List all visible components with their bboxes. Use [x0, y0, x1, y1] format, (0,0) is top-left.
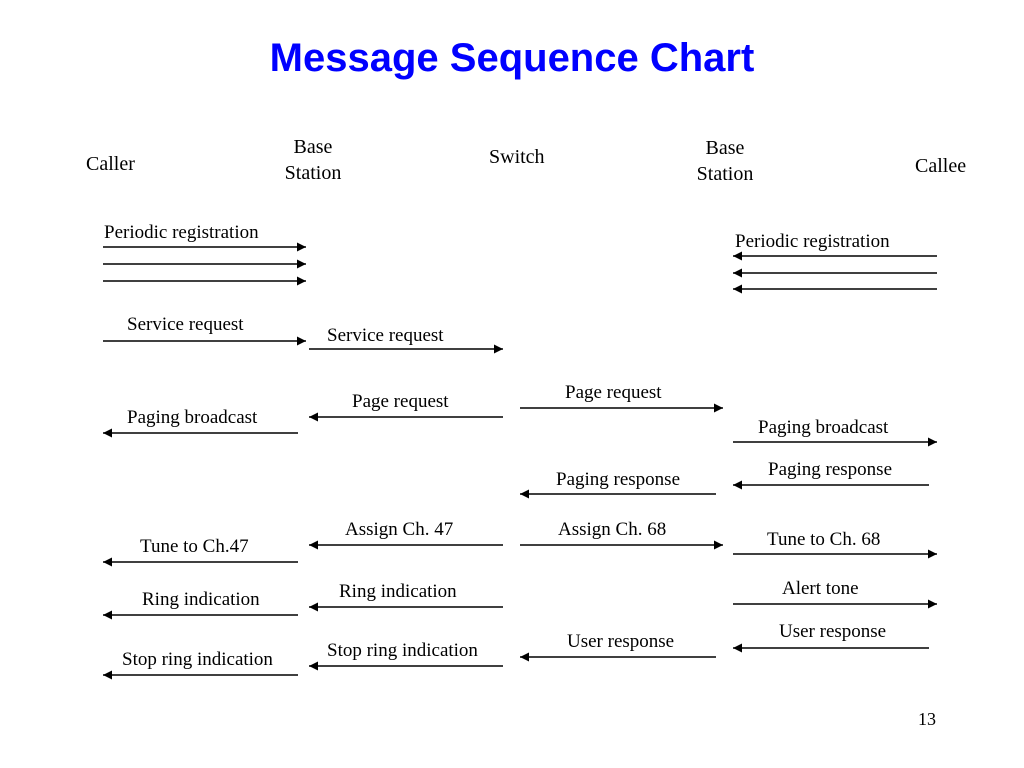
label-page-request-right: Page request: [565, 382, 662, 403]
label-assign-ch-68: Assign Ch. 68: [558, 519, 667, 540]
label-page-request-left: Page request: [352, 391, 449, 412]
label-paging-response-1: Paging response: [768, 459, 893, 480]
label-ring-indication-2: Ring indication: [142, 589, 260, 610]
label-service-request-1: Service request: [127, 314, 244, 335]
entity-callee: Callee: [915, 155, 967, 177]
label-tune-ch-68: Tune to Ch. 68: [767, 529, 881, 550]
entity-base-station-left: Base Station: [278, 134, 348, 186]
label-periodic-registration-left: Periodic registration: [104, 222, 259, 243]
label-paging-broadcast-left: Paging broadcast: [127, 407, 258, 428]
label-service-request-2: Service request: [327, 325, 444, 346]
label-tune-ch-47: Tune to Ch.47: [140, 536, 249, 557]
label-ring-indication-1: Ring indication: [339, 581, 457, 602]
label-paging-response-2: Paging response: [556, 469, 681, 490]
label-periodic-registration-right: Periodic registration: [735, 231, 890, 252]
label-assign-ch-47: Assign Ch. 47: [345, 519, 454, 540]
label-user-response-1: User response: [779, 621, 887, 642]
entity-base-station-left-line-2: Station: [284, 162, 342, 184]
entity-base-station-left-line-1: Base: [293, 136, 333, 158]
label-user-response-2: User response: [567, 631, 675, 652]
label-paging-broadcast-right: Paging broadcast: [758, 417, 889, 438]
entity-base-station-right: Base Station: [690, 135, 760, 187]
label-stop-ring-indication-2: Stop ring indication: [122, 649, 273, 670]
entity-base-station-right-line-1: Base: [705, 137, 745, 159]
entity-caller: Caller: [86, 153, 135, 175]
entity-switch: Switch: [489, 146, 545, 168]
label-stop-ring-indication-1: Stop ring indication: [327, 640, 478, 661]
entity-base-station-right-line-2: Station: [696, 163, 754, 185]
page-number: 13: [918, 709, 936, 729]
label-alert-tone: Alert tone: [782, 578, 859, 599]
page-title: Message Sequence Chart: [269, 36, 755, 80]
